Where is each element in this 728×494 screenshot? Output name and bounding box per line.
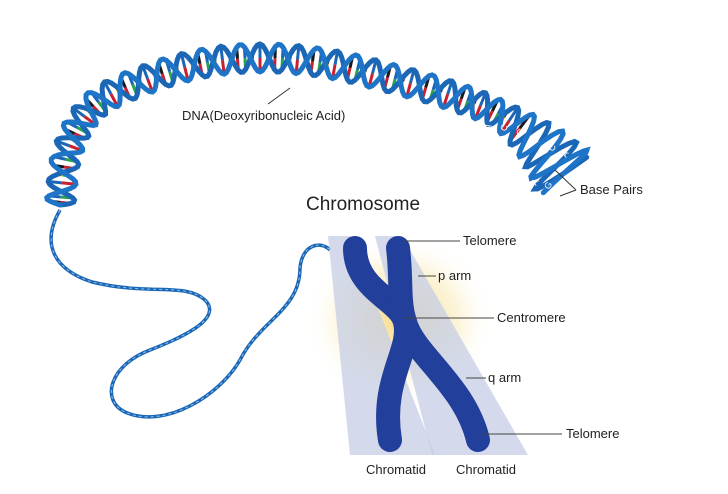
q-arm-label: q arm: [488, 370, 521, 385]
dna-thread: [49, 209, 332, 419]
base-letter: G: [542, 180, 554, 191]
base-letter: G: [501, 163, 513, 174]
dna-strand-b: [44, 41, 591, 208]
chromosome: [305, 235, 528, 455]
telomere-bottom-label: Telomere: [566, 426, 619, 441]
base-letter: T: [486, 157, 498, 167]
base-letter: A: [482, 122, 494, 132]
chromatid-right-shape: [386, 236, 490, 452]
base-letter: T: [530, 135, 542, 145]
chromatid-band-left: [328, 236, 435, 455]
base-letter: G: [514, 127, 526, 138]
diagram-title: Chromosome: [306, 194, 420, 215]
base-letter: A: [471, 149, 483, 159]
chromatid-left-label: Chromatid: [366, 462, 426, 477]
chromosome-labels: Telomere p arm Centromere q arm Telomere…: [366, 233, 619, 477]
telomere-top-label: Telomere: [463, 233, 516, 248]
base-letter: T: [467, 127, 479, 137]
dna-double-helix: [44, 41, 591, 208]
chromatid-band-right: [375, 236, 528, 455]
base-letter: A: [559, 149, 571, 159]
dna-strand-a: [45, 41, 590, 208]
chromatid-right-label: Chromatid: [456, 462, 516, 477]
p-arm-label: p arm: [438, 268, 471, 283]
base-pairs-label: Base Pairs: [580, 182, 643, 197]
base-letter: C: [546, 142, 558, 153]
base-pair-letters: T A C G T C A A T G C A G T: [467, 122, 571, 194]
base-letter: C: [498, 122, 510, 133]
base-letter: C: [515, 170, 527, 181]
centromere-label: Centromere: [497, 310, 566, 325]
base-letter: A: [529, 177, 541, 187]
dna-callout: DNA(Deoxyribonucleic Acid): [182, 87, 345, 123]
dna-label: DNA(Deoxyribonucleic Acid): [182, 108, 345, 123]
base-pairs-callout: Base Pairs: [554, 169, 643, 197]
base-letter: T: [554, 184, 566, 194]
